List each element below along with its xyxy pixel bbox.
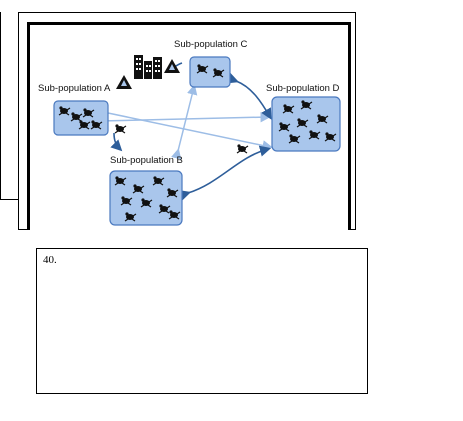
sub-population-d-label: Sub-population D <box>266 83 340 94</box>
warning-triangle-icon <box>116 75 132 89</box>
sub-population-c-label: Sub-population C <box>174 39 248 50</box>
answer-box[interactable]: 40. <box>36 248 368 394</box>
arrow-a-b <box>110 132 123 152</box>
table-border-left <box>0 12 1 200</box>
metapopulation-figure: Sub-population A Sub-population B Sub-po… <box>27 22 351 230</box>
table-border-bottom-left <box>0 199 18 200</box>
buildings-icon <box>134 55 162 79</box>
sub-population-a-label: Sub-population A <box>38 83 111 94</box>
arrow-a-d <box>92 111 271 127</box>
arrow-b-d <box>178 145 272 201</box>
warning-triangle-icon <box>164 59 180 73</box>
arrow-b-c <box>171 84 198 160</box>
sub-population-a-patch <box>53 100 109 136</box>
sub-population-c-patch <box>189 56 231 88</box>
question-number: 40. <box>43 254 57 266</box>
metapopulation-diagram: Sub-population A Sub-population B Sub-po… <box>38 39 341 226</box>
arrow-c-d <box>226 72 272 120</box>
sub-population-b-label: Sub-population B <box>110 155 183 166</box>
